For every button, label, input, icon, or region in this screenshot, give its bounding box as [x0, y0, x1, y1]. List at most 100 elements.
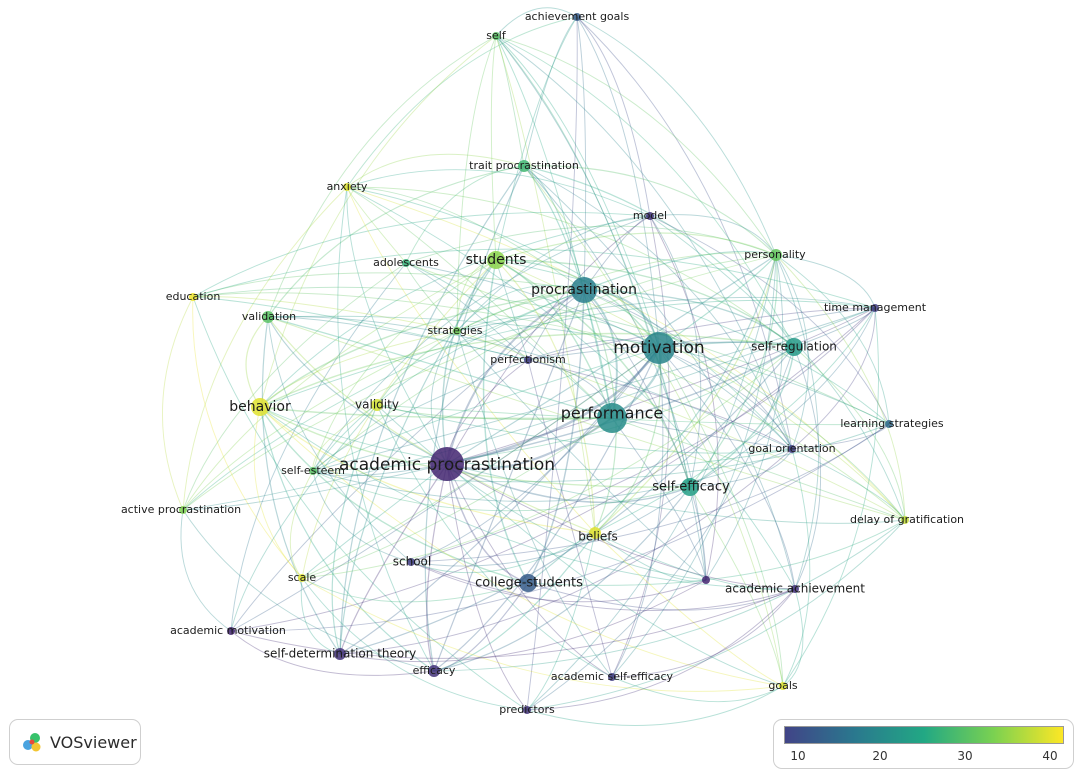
co-occurrence-link	[594, 254, 777, 534]
keyword-node[interactable]	[608, 673, 616, 681]
co-occurrence-link	[446, 417, 613, 470]
co-occurrence-link	[410, 532, 596, 574]
keyword-node[interactable]	[309, 467, 317, 475]
keyword-label: time management	[824, 301, 927, 314]
keyword-node[interactable]	[402, 259, 410, 267]
keyword-node[interactable]	[179, 506, 187, 514]
co-occurrence-link	[456, 35, 497, 332]
co-occurrence-link	[456, 252, 777, 332]
keyword-node[interactable]	[430, 447, 464, 481]
co-occurrence-link	[456, 284, 585, 332]
legend-tick: 20	[872, 749, 888, 763]
co-occurrence-link	[339, 346, 795, 655]
keyword-node[interactable]	[901, 516, 909, 524]
co-occurrence-link	[583, 289, 618, 419]
keyword-node[interactable]	[262, 311, 274, 323]
co-occurrence-link	[456, 330, 613, 678]
keyword-label: learning strategies	[840, 417, 944, 430]
co-occurrence-link	[405, 225, 777, 264]
keyword-node[interactable]	[334, 648, 346, 660]
keyword-node[interactable]	[573, 13, 581, 21]
co-occurrence-link	[576, 16, 793, 450]
co-occurrence-link	[495, 35, 795, 348]
co-occurrence-link	[527, 289, 585, 584]
co-occurrence-link	[182, 330, 458, 511]
co-occurrence-link	[301, 259, 497, 579]
co-occurrence-link	[495, 35, 525, 167]
keyword-node[interactable]	[487, 251, 505, 269]
keyword-label: self-determination theory	[264, 647, 417, 661]
keyword-node[interactable]	[785, 338, 803, 356]
co-occurrence-link	[346, 186, 448, 465]
keyword-node[interactable]	[298, 574, 306, 582]
keyword-node[interactable]	[492, 32, 500, 40]
co-occurrence-link	[376, 404, 613, 421]
co-occurrence-link	[192, 286, 890, 425]
co-occurrence-link	[182, 254, 777, 511]
co-occurrence-link	[259, 299, 876, 408]
keyword-node[interactable]	[571, 277, 597, 303]
co-occurrence-link	[230, 423, 890, 632]
keyword-node[interactable]	[343, 183, 351, 191]
co-occurrence-link	[346, 186, 906, 521]
overlay-color-legend: 10 20 30 40	[773, 719, 1074, 769]
keyword-label: behavior	[229, 399, 291, 415]
keyword-node[interactable]	[791, 585, 799, 593]
keyword-node[interactable]	[681, 478, 699, 496]
co-occurrence-link	[495, 16, 578, 261]
keyword-node[interactable]	[371, 399, 383, 411]
keyword-node[interactable]	[189, 293, 197, 301]
keyword-node[interactable]	[770, 249, 782, 261]
co-occurrence-link	[376, 404, 613, 678]
keyword-node[interactable]	[523, 706, 531, 714]
co-occurrence-link	[410, 347, 660, 563]
co-occurrence-link	[339, 448, 793, 655]
co-occurrence-link	[312, 448, 793, 502]
keyword-node[interactable]	[227, 627, 235, 635]
co-occurrence-link	[433, 347, 660, 672]
keyword-label: goal orientation	[748, 442, 835, 455]
keyword-node[interactable]	[871, 304, 879, 312]
co-occurrence-link	[301, 346, 795, 579]
co-occurrence-link	[259, 406, 435, 672]
co-occurrence-link	[192, 296, 303, 579]
co-occurrence-link	[495, 259, 795, 348]
co-occurrence-link	[523, 165, 793, 450]
co-occurrence-link	[594, 347, 662, 534]
keyword-node[interactable]	[643, 332, 675, 364]
co-occurrence-link	[267, 316, 906, 521]
co-occurrence-link	[182, 307, 876, 511]
co-occurrence-link	[495, 259, 613, 419]
co-occurrence-link	[583, 289, 906, 521]
co-occurrence-link	[526, 588, 796, 711]
keyword-label: performance	[561, 404, 663, 423]
co-occurrence-link	[523, 165, 796, 590]
keyword-node[interactable]	[788, 445, 796, 453]
keyword-node[interactable]	[407, 558, 415, 566]
keyword-node[interactable]	[702, 576, 710, 584]
co-occurrence-link	[312, 289, 585, 472]
keyword-node[interactable]	[453, 327, 461, 335]
co-occurrence-link	[192, 211, 651, 298]
legend-tick: 10	[790, 749, 806, 763]
keyword-node[interactable]	[519, 574, 537, 592]
co-occurrence-link	[658, 347, 796, 590]
keyword-node[interactable]	[885, 420, 893, 428]
co-occurrence-link	[339, 579, 707, 663]
color-scale-bar	[784, 726, 1064, 744]
keyword-node[interactable]	[428, 665, 440, 677]
keyword-node[interactable]	[597, 403, 627, 433]
keyword-node[interactable]	[518, 160, 530, 172]
co-occurrence-link	[339, 259, 497, 655]
co-occurrence-link	[490, 35, 497, 261]
co-occurrence-link	[775, 254, 809, 450]
keyword-node[interactable]	[589, 527, 601, 539]
keyword-node[interactable]	[646, 212, 654, 220]
co-occurrence-link	[426, 463, 448, 672]
co-occurrence-link	[523, 165, 795, 348]
co-occurrence-link	[456, 215, 651, 332]
keyword-node[interactable]	[251, 398, 269, 416]
keyword-node[interactable]	[524, 356, 532, 364]
keyword-node[interactable]	[779, 682, 787, 690]
